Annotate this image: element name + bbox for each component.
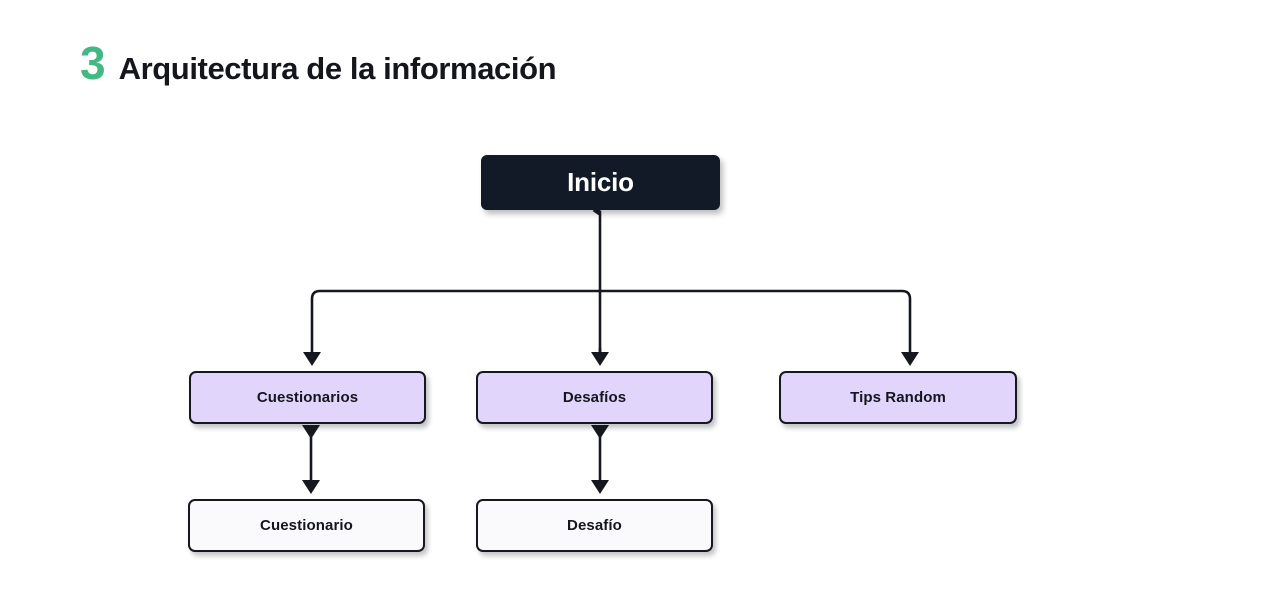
arrowhead-tips-random [901,352,919,366]
arrowhead-cuestionarios-start [302,425,320,439]
node-desafio-label: Desafío [567,516,622,534]
node-cuestionario-label: Cuestionario [260,516,353,534]
connector-bus-cuestionarios [307,289,600,363]
page-title: Arquitectura de la información [118,51,557,86]
arrowhead-cuestionarios [303,352,321,366]
slide-number: 3 [80,37,106,89]
node-tips-random-label: Tips Random [850,388,946,406]
node-inicio-label: Inicio [567,166,634,197]
node-cuestionarios[interactable]: Cuestionarios [189,371,426,424]
connector-bus-tips-random [600,289,912,352]
node-cuestionario[interactable]: Cuestionario [188,499,425,552]
node-desafio[interactable]: Desafío [476,499,713,552]
arrowhead-desafios [591,352,609,366]
arrowhead-desafio [591,480,609,494]
page-header: 3 Arquitectura de la información [80,37,557,89]
arrowhead-cuestionario [302,480,320,494]
node-tips-random[interactable]: Tips Random [779,371,1017,424]
node-desafios-label: Desafíos [562,388,627,406]
node-inicio[interactable]: Inicio [481,155,720,210]
node-cuestionarios-label: Cuestionarios [256,388,359,406]
arrowhead-desafios-start [591,425,609,439]
node-desafios[interactable]: Desafíos [476,371,713,424]
